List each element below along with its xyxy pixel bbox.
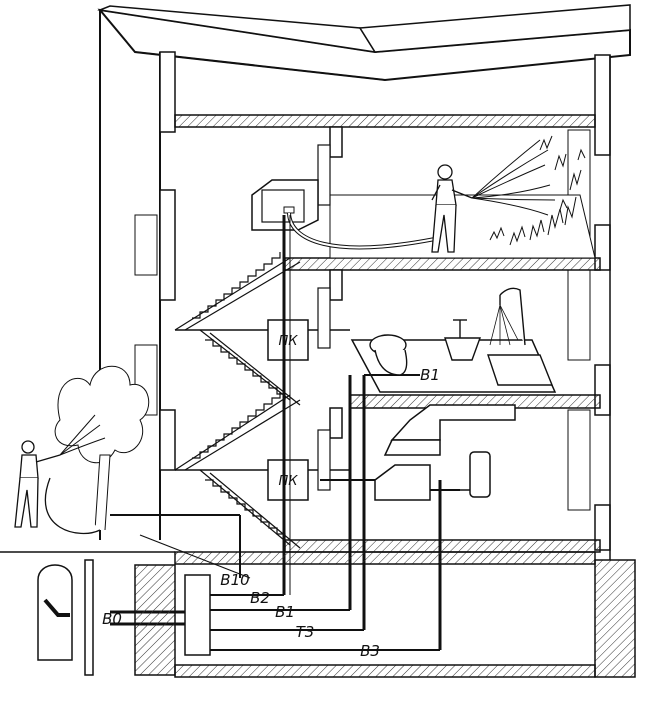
foundation	[0, 551, 636, 678]
pipe-labels: B10 B2 B1 T3 B3 B0 B1	[102, 366, 440, 660]
firefighter-figure-outside	[14, 440, 101, 535]
label-b10: B10	[220, 571, 249, 589]
right-wall	[567, 54, 611, 560]
label-b2: B2	[250, 589, 270, 607]
water-spray-outside	[59, 414, 106, 456]
label-b3: B3	[360, 642, 380, 660]
roof	[97, 4, 631, 82]
pk-cabinet-lower: ПК	[267, 459, 309, 501]
ventilation-duct	[383, 404, 516, 456]
label-b1-floor: B1	[420, 366, 440, 384]
pk-lower-label: ПК	[278, 474, 298, 489]
internal-walls	[317, 126, 343, 491]
staircase	[174, 252, 301, 549]
sanitary-fixtures	[369, 287, 554, 386]
label-b0: B0	[102, 610, 122, 628]
pipes	[110, 215, 460, 651]
label-t3: T3	[296, 623, 315, 641]
tree	[54, 365, 150, 531]
inlet-collector	[184, 574, 211, 656]
equipment-lower-floor	[374, 451, 491, 501]
pk-cabinet-upper: ПК	[267, 319, 309, 361]
left-wall	[99, 10, 176, 540]
firefighter-figure-top	[431, 164, 473, 253]
pk-upper-label: ПК	[278, 334, 298, 349]
shower-spray	[489, 304, 519, 346]
label-b1-basement: B1	[275, 603, 295, 621]
water-well	[37, 559, 94, 676]
flames-top	[489, 135, 586, 246]
water-spray-top	[471, 139, 556, 216]
